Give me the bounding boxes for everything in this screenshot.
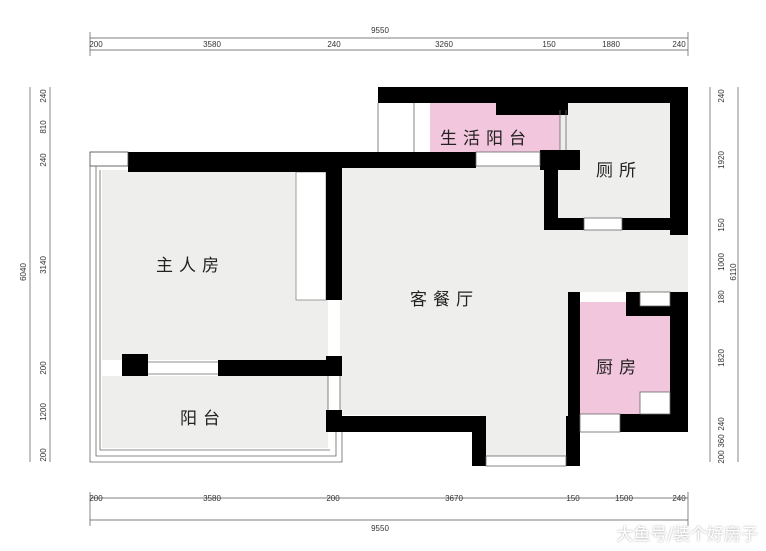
- dim-bottom-total: 9550: [371, 524, 389, 533]
- balcony-floor: [102, 376, 328, 448]
- wall: [626, 306, 676, 316]
- wall: [544, 218, 584, 230]
- dim-top: 240: [327, 40, 341, 49]
- dim-right: 240: [717, 89, 726, 103]
- wall: [326, 152, 342, 300]
- corridor-floor: [560, 230, 688, 292]
- wall: [328, 152, 476, 168]
- dim-right: 1920: [717, 151, 726, 169]
- dimension-texts: 9550 200 3580 240 3260 150 1880 240 200 …: [19, 26, 738, 533]
- dim-bottom: 3580: [203, 494, 221, 503]
- dim-right: 1000: [717, 253, 726, 271]
- wall: [472, 416, 486, 466]
- dining-lower-floor: [480, 415, 568, 460]
- dim-top: 240: [672, 40, 686, 49]
- dim-left: 1200: [39, 403, 48, 421]
- dim-left: 3140: [39, 256, 48, 274]
- wall: [326, 416, 486, 432]
- room-label-living-dining: 客餐厅: [410, 290, 479, 310]
- walls: [122, 87, 688, 466]
- window: [485, 455, 567, 467]
- master-bedroom-floor: [102, 170, 328, 360]
- living-dining-floor: [340, 165, 570, 415]
- room-label-kitchen: 厨房: [596, 358, 642, 378]
- watermark: 大鱼号/装个好房子: [616, 525, 758, 545]
- dim-bottom: 150: [566, 494, 580, 503]
- wall: [122, 354, 148, 376]
- dim-bottom: 200: [89, 494, 103, 503]
- dim-right: 360: [717, 434, 726, 448]
- dim-top: 150: [542, 40, 556, 49]
- kitchen-window: [639, 291, 671, 307]
- floor-areas: [102, 102, 688, 460]
- room-label-toilet: 厕所: [596, 161, 642, 181]
- wall: [496, 87, 568, 115]
- dim-left: 240: [39, 153, 48, 167]
- wall: [566, 416, 580, 466]
- dim-top: 1880: [602, 40, 620, 49]
- dim-bottom: 240: [672, 494, 686, 503]
- wall: [218, 360, 328, 376]
- wall: [378, 87, 430, 103]
- dim-bottom: 1500: [615, 494, 633, 503]
- door-opening: [475, 151, 541, 167]
- wall: [544, 150, 558, 230]
- room-label-utility-balcony: 生活阳台: [440, 129, 532, 149]
- dim-left: 810: [39, 120, 48, 134]
- wall: [670, 87, 688, 235]
- dim-right: 180: [717, 290, 726, 304]
- thin-outlines: [89, 103, 671, 467]
- dim-left: 200: [39, 361, 48, 375]
- dim-right: 150: [717, 218, 726, 232]
- wall: [128, 152, 328, 172]
- wall: [326, 356, 342, 376]
- dim-right-total: 6110: [729, 263, 738, 281]
- dim-left-total: 6040: [19, 263, 28, 281]
- dim-bottom: 3670: [445, 494, 463, 503]
- dim-left: 200: [39, 448, 48, 462]
- wall: [620, 414, 688, 432]
- door-opening: [583, 217, 623, 231]
- balcony-railing: [89, 151, 129, 167]
- fridge-space: [639, 391, 671, 415]
- dim-left: 240: [39, 89, 48, 103]
- dim-bottom: 200: [326, 494, 340, 503]
- dim-right: 200: [717, 450, 726, 464]
- dim-top: 3580: [203, 40, 221, 49]
- dim-right: 1820: [717, 349, 726, 367]
- balcony-railing: [95, 166, 337, 457]
- dim-top: 3260: [435, 40, 453, 49]
- dim-top: 200: [89, 40, 103, 49]
- dimension-lines: [29, 32, 739, 526]
- dim-top-total: 9550: [371, 26, 389, 35]
- dim-right: 240: [717, 417, 726, 431]
- wardrobe: [295, 171, 327, 301]
- balcony-railing: [89, 166, 343, 463]
- window: [579, 413, 621, 433]
- balcony-railing: [99, 170, 330, 451]
- wall: [670, 292, 688, 432]
- room-label-master-bedroom: 主人房: [156, 256, 225, 276]
- room-label-balcony: 阳台: [180, 409, 226, 429]
